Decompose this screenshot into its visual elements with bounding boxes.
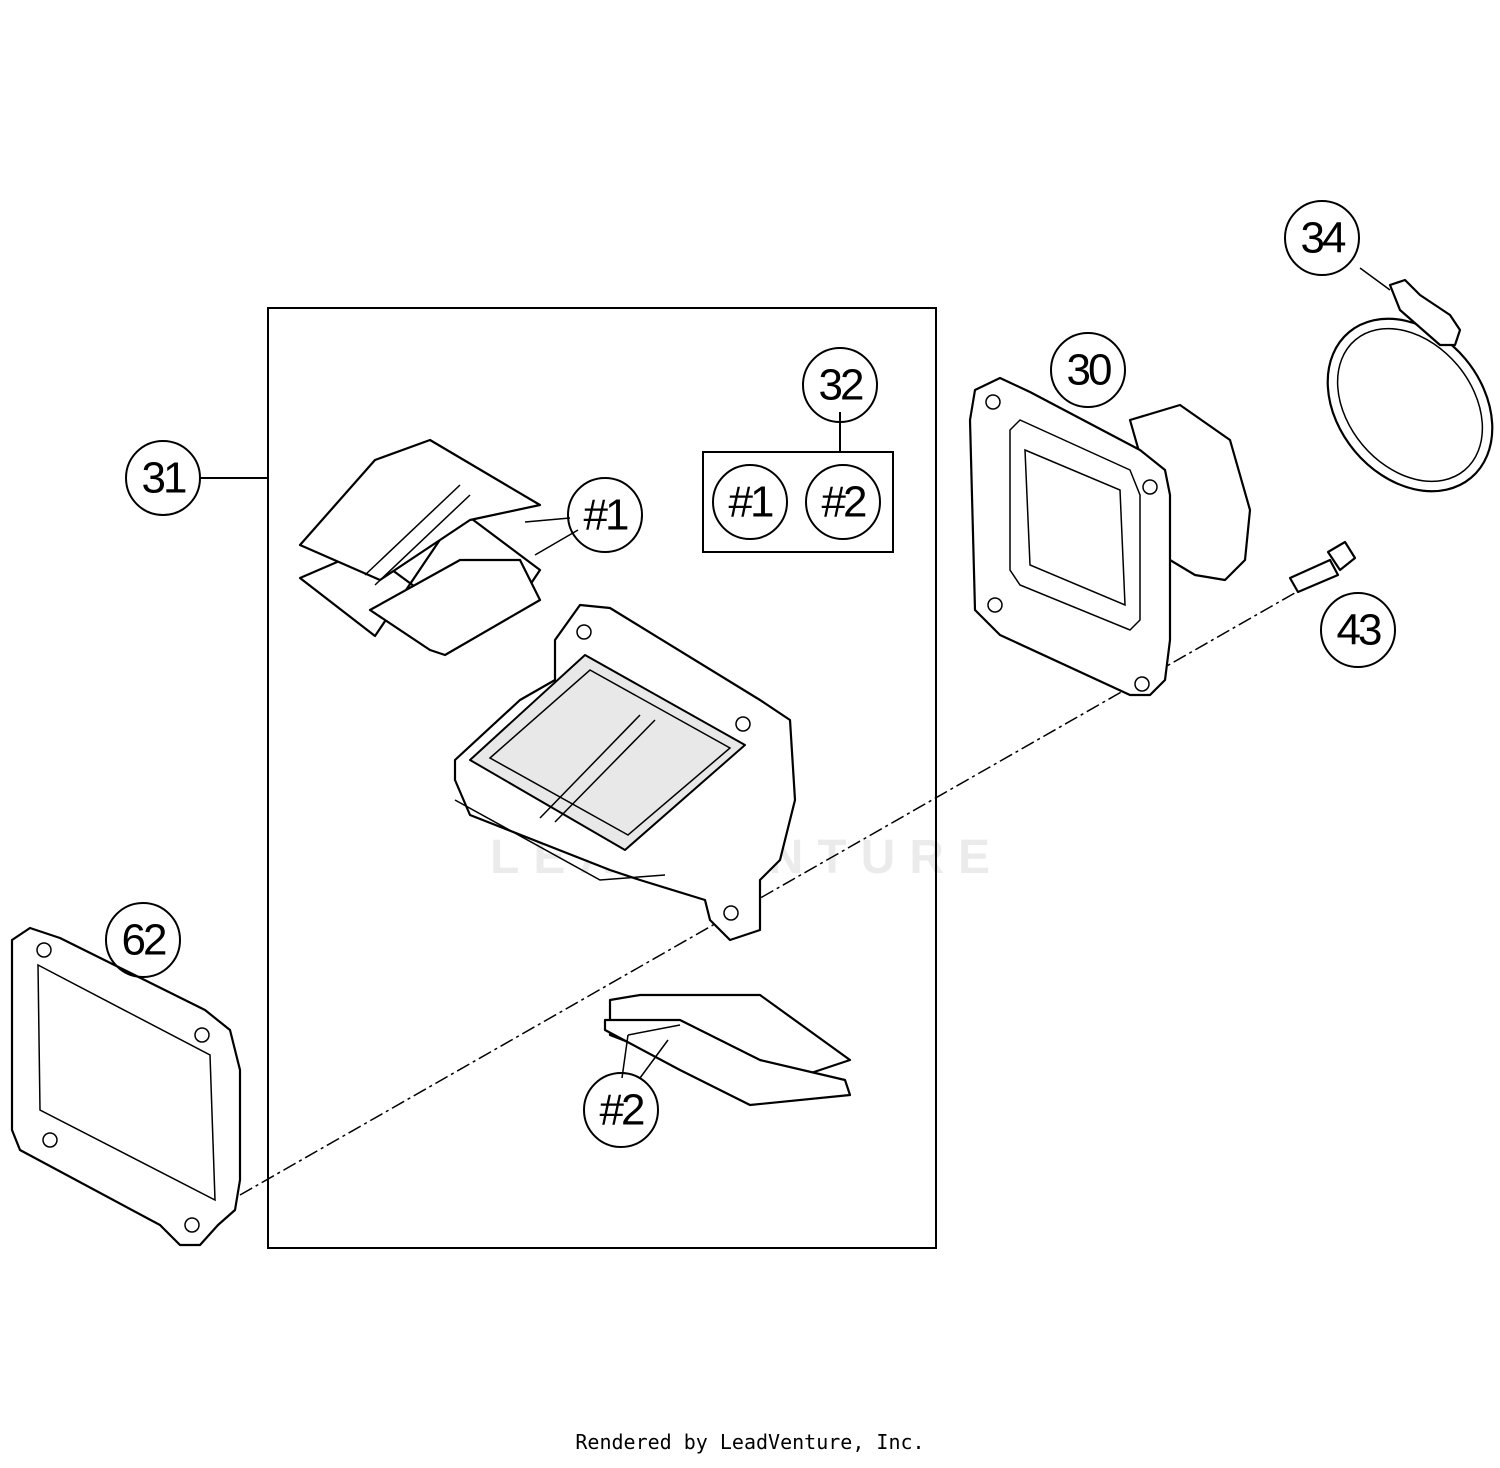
reed-petal-set-1 bbox=[298, 438, 542, 657]
callout-62-text: 62 bbox=[122, 916, 166, 965]
callout-30: 30 bbox=[1050, 332, 1126, 408]
callout-31: 31 bbox=[125, 440, 201, 516]
callout-2-bottom-text: #2 bbox=[600, 1086, 644, 1135]
callout-2-box: #2 bbox=[805, 464, 881, 540]
gasket-62 bbox=[10, 926, 242, 1247]
leader-1b bbox=[534, 529, 579, 556]
footer-credit: Rendered by LeadVenture, Inc. bbox=[575, 1430, 925, 1454]
leader-2b bbox=[639, 1039, 669, 1079]
reed-block bbox=[453, 603, 797, 942]
callout-34-text: 34 bbox=[1301, 214, 1346, 263]
callout-32-text: 32 bbox=[819, 361, 863, 410]
intake-flange-30 bbox=[968, 376, 1252, 697]
callout-2-bottom: #2 bbox=[583, 1072, 659, 1148]
screw-43 bbox=[1288, 540, 1357, 594]
assembly-centerline bbox=[239, 589, 1301, 1196]
callout-1-box: #1 bbox=[712, 464, 788, 540]
callout-43: 43 bbox=[1320, 592, 1396, 668]
leader-1a bbox=[524, 517, 571, 523]
callout-2-box-text: #2 bbox=[822, 478, 866, 527]
callout-30-text: 30 bbox=[1067, 346, 1111, 395]
kit-32-box bbox=[702, 451, 894, 553]
parts-diagram: 31 32 30 34 43 62 #1 #1 #2 #2 bbox=[10, 200, 1494, 1249]
callout-32: 32 bbox=[802, 347, 878, 423]
callout-1-top: #1 bbox=[567, 477, 643, 553]
callout-62: 62 bbox=[105, 902, 181, 978]
callout-43-text: 43 bbox=[1337, 606, 1381, 655]
leader-2a bbox=[621, 1034, 629, 1079]
hose-clamp-34 bbox=[1326, 267, 1494, 493]
callout-31-text: 31 bbox=[142, 454, 186, 503]
callout-1-top-text: #1 bbox=[584, 491, 628, 540]
callout-1-box-text: #1 bbox=[729, 478, 773, 527]
assembly-31-box bbox=[267, 307, 937, 1249]
callout-34: 34 bbox=[1284, 200, 1360, 276]
